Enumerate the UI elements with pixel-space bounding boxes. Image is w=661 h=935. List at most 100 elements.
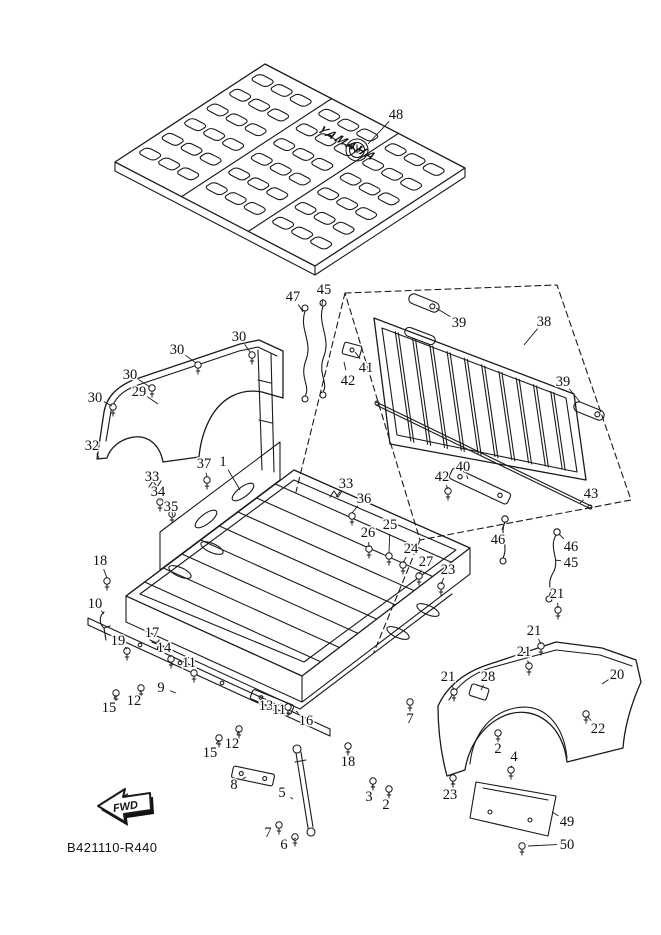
leader-line [103, 569, 108, 579]
leader-line [451, 780, 454, 785]
callout-11: 11 [182, 655, 196, 671]
bolt-icon [507, 766, 515, 780]
cargo-mat [114, 64, 466, 276]
channel-bracket [249, 689, 295, 715]
bolt-icon [167, 655, 175, 669]
callout-46: 46 [491, 532, 506, 548]
leader-line [290, 796, 294, 800]
front-left-panel [96, 339, 284, 473]
leader-line [321, 298, 324, 306]
bolt-icon [203, 476, 211, 490]
fender-bracket [468, 683, 490, 701]
leader-line [568, 388, 581, 403]
bolt-icon [525, 662, 533, 676]
callout-9: 9 [157, 680, 164, 696]
bolt-icon [248, 351, 256, 365]
leader-line [466, 475, 469, 480]
leader-line [440, 577, 445, 585]
leader-line [139, 689, 142, 693]
bolt-icon [348, 512, 356, 526]
leader-line [402, 556, 407, 564]
tailgate-support-bar [448, 467, 512, 505]
callout-14: 14 [157, 640, 172, 656]
leader-line [156, 640, 159, 644]
leader-line [171, 511, 174, 516]
callout-16: 16 [299, 713, 314, 729]
hook-bracket [99, 611, 111, 641]
bolt-icon [103, 577, 111, 591]
leader-line [551, 811, 559, 817]
leader-line [579, 499, 584, 504]
callout-48: 48 [389, 107, 404, 123]
callout-3: 3 [365, 789, 372, 805]
bolt-icon [156, 498, 164, 512]
leader-line [227, 469, 241, 491]
bolt-icon [365, 545, 373, 559]
leader-line [435, 307, 451, 318]
callout-28: 28 [481, 669, 496, 685]
bolt-icon [582, 710, 590, 724]
bolt-icon [444, 487, 452, 501]
callout-50: 50 [560, 837, 575, 853]
callout-8: 8 [230, 777, 237, 793]
bolt-icon [415, 572, 423, 586]
tailgate-handle-slot [404, 326, 436, 346]
leader-line [295, 710, 299, 714]
leader-line [205, 472, 208, 478]
mat-slat-pattern [138, 73, 446, 250]
callout-7: 7 [406, 711, 413, 727]
leader-line [445, 484, 449, 490]
skid-plate [469, 781, 557, 837]
tailgate-straps-left [301, 299, 327, 403]
callout-2: 2 [382, 797, 389, 813]
bolt-icon [123, 647, 131, 661]
leader-line [554, 559, 562, 562]
leader-line [215, 739, 220, 745]
leader-line [236, 730, 240, 735]
leader-line [153, 485, 156, 489]
bolt-icon [137, 684, 145, 698]
callout-30: 30 [170, 342, 185, 358]
leader-line [527, 844, 558, 847]
leader-line [272, 701, 274, 703]
callout-21: 21 [527, 623, 542, 639]
deck-skirt [125, 547, 471, 703]
callout-21: 21 [550, 586, 565, 602]
gas-strut [292, 744, 316, 837]
callout-15: 15 [102, 700, 117, 716]
bolt-icon [112, 689, 120, 703]
tailgate-pivot-rod [375, 401, 592, 510]
leader-line [138, 379, 151, 388]
leader-line [510, 765, 513, 769]
callout-46: 46 [564, 539, 579, 555]
bolt-icon [385, 785, 393, 799]
bolt-icon [399, 561, 407, 575]
bolt-icon [450, 688, 458, 702]
callout-34: 34 [151, 484, 166, 500]
leader-line [367, 121, 390, 145]
callout-11: 11 [272, 702, 286, 718]
leader-line [146, 396, 159, 405]
mat-thickness-edge [114, 161, 466, 276]
callout-41: 41 [359, 360, 374, 376]
leader-line [388, 533, 391, 554]
fwd-arrow-label: FWD [112, 799, 139, 815]
leader-line [451, 685, 455, 691]
callout-23: 23 [441, 562, 456, 578]
leader-line [113, 694, 117, 699]
tailgate-hinge-top [408, 293, 440, 313]
callout-4: 4 [510, 749, 518, 765]
tee-bracket [151, 639, 167, 653]
callout-21: 21 [517, 644, 532, 660]
fastener-icons [103, 351, 590, 856]
callout-20: 20 [610, 667, 625, 683]
callout-5: 5 [278, 785, 285, 801]
bolt-icon [437, 582, 445, 596]
tailgate-hinge-right [573, 401, 605, 421]
bolt-icon [449, 774, 457, 788]
callout-26: 26 [361, 525, 376, 541]
leader-line [184, 354, 197, 364]
